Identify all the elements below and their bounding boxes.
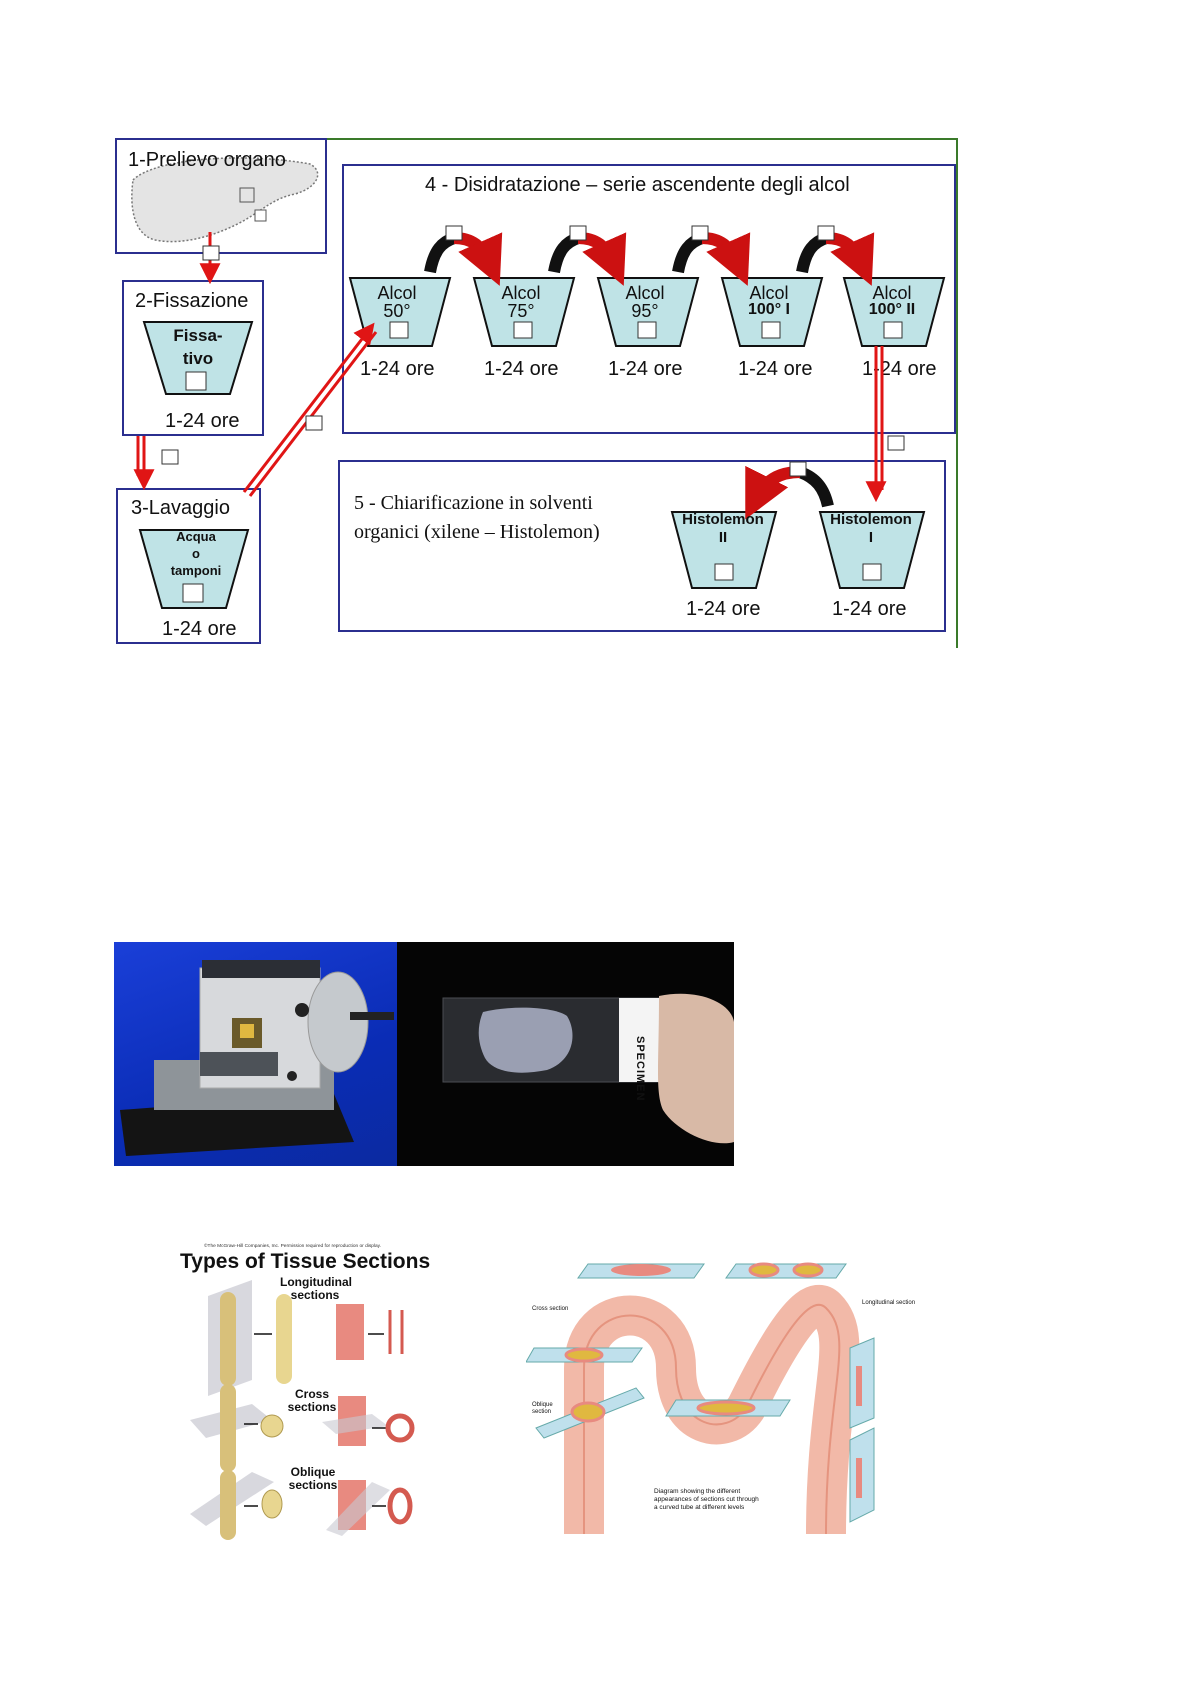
alcol-75-line1: Alcol — [501, 283, 541, 303]
step2-time: 1-24 ore — [165, 410, 240, 432]
frame-line-top — [325, 138, 958, 140]
alcol-100-I-line1: Alcol — [749, 283, 789, 303]
alcol-75-time: 1-24 ore — [484, 358, 559, 380]
specimen-label: SPECIMEN — [634, 1036, 646, 1102]
tissue-sections-title: Types of Tissue Sections — [180, 1250, 431, 1273]
step2-beaker-line1: Fissa- — [173, 326, 223, 345]
frame-line-right — [956, 138, 958, 648]
alcol-100-II-beaker — [842, 277, 946, 347]
slide-illustration — [442, 993, 734, 1144]
step3-beaker-line3: tamponi — [170, 563, 222, 578]
curved-tube-diagram: Cross section Longitudinal section Obliq… — [526, 1248, 926, 1538]
alcol-75-line2: 75° — [507, 301, 535, 321]
alcol-50-line1: Alcol — [377, 283, 417, 303]
histolemon-II-line2: II — [718, 529, 728, 546]
cross-label: Cross sections — [287, 1387, 337, 1415]
histolemon-I-time: 1-24 ore — [832, 598, 907, 620]
step4-title: 4 - Disidratazione – serie ascendente de… — [425, 174, 850, 196]
alcol-75-beaker — [472, 277, 576, 347]
tube-caption-line2: appearances of sections cut through — [654, 1496, 759, 1503]
step2-title: 2-Fissazione — [135, 290, 249, 312]
step2-beaker-line2: tivo — [182, 349, 214, 368]
microtome-photo — [114, 942, 397, 1166]
step3-beaker-line1: Acqua — [176, 529, 216, 544]
tissue-sections-illustration — [190, 1280, 415, 1540]
histolemon-I-line1: Histolemon — [830, 511, 912, 528]
liver-organ-image — [131, 157, 319, 243]
step5-title-line1: 5 - Chiarificazione in solventi — [354, 492, 593, 514]
step5-beakers-graphic — [670, 461, 926, 589]
curved-tube-illustration — [526, 1262, 875, 1535]
alcol-95-line2: 95° — [631, 301, 659, 321]
alcol-100-II-line2: 100° II — [868, 301, 916, 318]
microtome-illustration — [120, 960, 394, 1156]
alcol-95-line1: Alcol — [625, 283, 665, 303]
step3-beaker — [138, 529, 250, 609]
alcol-95-beaker — [596, 277, 700, 347]
tube-cross-label: Cross section — [532, 1306, 569, 1312]
tissue-sections-figure: ©The McGraw-Hill Companies, Inc. Permiss… — [176, 1244, 458, 1540]
step3-title: 3-Lavaggio — [131, 497, 230, 519]
step3-time: 1-24 ore — [162, 618, 237, 640]
slide-photo: SPECIMEN — [397, 942, 734, 1166]
alcol-100-II-line1: Alcol — [872, 283, 912, 303]
alcol-50-line2: 50° — [383, 301, 411, 321]
alcol-50-time: 1-24 ore — [360, 358, 435, 380]
alcol-100-I-line2: 100° I — [748, 301, 790, 318]
histology-process-diagram: 1-Prelievo organo 2-Fissazione Fissa- ti… — [0, 0, 1191, 660]
step1-title: 1-Prelievo organo — [128, 149, 286, 171]
step5-title-line2: organici (xilene – Histolemon) — [354, 521, 600, 543]
longitudinal-label: Longitudinal sections — [280, 1275, 352, 1303]
step2-beaker — [142, 321, 254, 395]
step3-beaker-line2: o — [192, 546, 200, 561]
histolemon-I-line2: I — [868, 529, 874, 546]
alcol-100-I-time: 1-24 ore — [738, 358, 813, 380]
histolemon-II-line1: Histolemon — [682, 511, 764, 528]
tube-caption-line1: Diagram showing the different — [654, 1488, 741, 1495]
connecting-arrows — [133, 232, 905, 503]
tube-oblique-label: Oblique section — [532, 1402, 553, 1415]
tube-longitudinal-label: Longitudinal section — [862, 1300, 916, 1306]
histolemon-II-beaker — [670, 511, 778, 589]
histolemon-I-beaker — [818, 511, 926, 589]
alcol-100-I-beaker — [720, 277, 824, 347]
tube-caption-line3: a curved tube at different levels — [654, 1504, 745, 1511]
transfer-arrows — [424, 225, 875, 286]
histolemon-II-time: 1-24 ore — [686, 598, 761, 620]
alcol-95-time: 1-24 ore — [608, 358, 683, 380]
step4-beakers-graphic — [348, 225, 946, 347]
oblique-label: Oblique sections — [288, 1465, 338, 1493]
copyright-note: ©The McGraw-Hill Companies, Inc. Permiss… — [204, 1244, 381, 1249]
